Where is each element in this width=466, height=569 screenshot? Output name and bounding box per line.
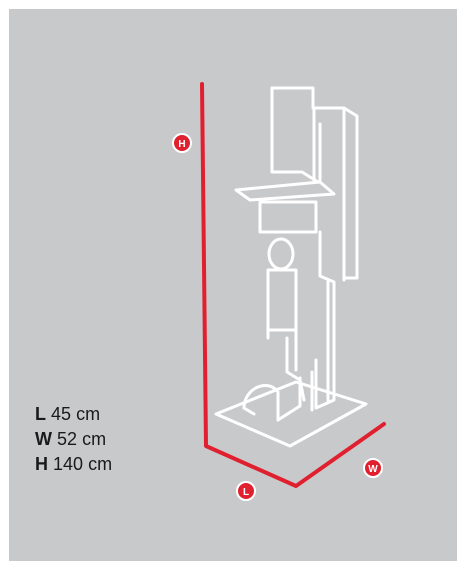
dimension-unit: cm [88,454,113,474]
dimension-row-width: W 52 cm [35,427,112,452]
height-badge: H [172,133,192,153]
dimension-key: L [35,404,46,424]
height-badge-label: H [178,139,185,150]
dimension-key: H [35,454,48,474]
dimension-list: L 45 cm W 52 cm H 140 cm [35,402,112,477]
dimension-row-length: L 45 cm [35,402,112,427]
dimension-key: W [35,429,52,449]
dimension-unit: cm [76,404,101,424]
dimension-unit: cm [82,429,107,449]
product-outline-icon [214,86,368,448]
length-badge: L [236,481,256,501]
dimension-row-height: H 140 cm [35,452,112,477]
dimension-value: 45 [51,404,72,424]
width-badge: W [363,458,383,478]
dimension-value: 52 [57,429,78,449]
length-badge-label: L [243,487,249,498]
width-badge-label: W [368,464,378,475]
dimension-line-icon [200,82,386,488]
dimension-value: 140 [53,454,84,474]
